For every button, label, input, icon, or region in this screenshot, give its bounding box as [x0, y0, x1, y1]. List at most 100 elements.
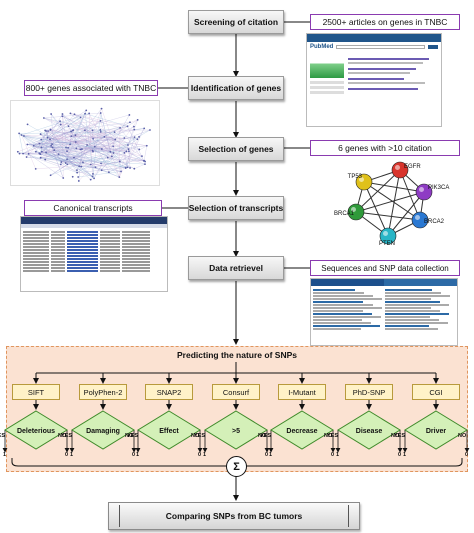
- decision-diamond: >5: [204, 410, 268, 450]
- placeholder-line: [385, 298, 432, 300]
- placeholder-row: [23, 255, 165, 257]
- network-edge: [39, 149, 55, 154]
- placeholder-line: [348, 62, 423, 64]
- network-node: [77, 180, 80, 182]
- network-edge: [19, 133, 62, 163]
- network-node: [80, 165, 83, 168]
- network-edge: [78, 171, 122, 178]
- placeholder-line: [313, 304, 373, 306]
- network-node: [143, 127, 146, 130]
- network-node: [27, 152, 30, 155]
- network-edge: [69, 110, 87, 145]
- placeholder-line: [385, 325, 430, 327]
- network-node: [112, 152, 115, 154]
- network-edge: [125, 137, 135, 169]
- predicting-title: Predicting the nature of SNPs: [160, 350, 314, 360]
- tool-box-snap2: SNAP2: [145, 384, 193, 400]
- placeholder-cell: [50, 252, 65, 254]
- network-edge: [100, 131, 143, 157]
- pubmed-screenshot: PubMed: [306, 33, 442, 127]
- network-edge: [90, 137, 135, 180]
- network-node: [67, 146, 70, 149]
- network-edge: [75, 136, 105, 143]
- network-node: [53, 149, 56, 152]
- network-node: [100, 148, 103, 150]
- placeholder-line: [348, 78, 404, 80]
- placeholder-line: [385, 316, 430, 318]
- diamond-shape: [270, 410, 334, 450]
- network-edge: [40, 130, 46, 155]
- network-node: [126, 125, 129, 128]
- placeholder-line: [313, 319, 362, 321]
- network-node: [83, 129, 86, 132]
- network-node: [34, 150, 37, 153]
- placeholder-line: [348, 68, 417, 70]
- yes-value: 1: [336, 452, 340, 458]
- no-value: 0: [198, 452, 202, 458]
- network-edge: [119, 127, 144, 161]
- diamond-shape: [137, 410, 201, 450]
- network-node: [72, 129, 75, 131]
- note-canonical: Canonical transcripts: [24, 200, 162, 216]
- network-node: [40, 150, 43, 153]
- placeholder-cell: [66, 246, 98, 248]
- network-node: [65, 146, 67, 149]
- network-node: [93, 145, 96, 148]
- note-genes-6: 6 genes with >10 citation: [310, 140, 460, 156]
- network-edge: [27, 124, 69, 148]
- placeholder-cell: [50, 258, 65, 260]
- gene-edge: [399, 169, 421, 221]
- placeholder-cell: [66, 237, 98, 239]
- placeholder-line: [313, 316, 381, 318]
- network-edge: [67, 157, 74, 160]
- gene-label: EGFR: [404, 164, 421, 170]
- placeholder-cell: [23, 261, 49, 263]
- network-edge: [50, 129, 78, 173]
- network-edge: [41, 147, 102, 164]
- network-edge: [33, 121, 61, 146]
- network-node: [50, 144, 53, 147]
- final-step-label: Comparing SNPs from BC tumors: [165, 511, 303, 521]
- placeholder-line: [385, 307, 431, 309]
- placeholder-cell: [121, 264, 151, 266]
- network-node: [64, 162, 67, 164]
- placeholder-cell: [50, 270, 65, 272]
- network-node: [42, 117, 45, 119]
- network-node: [108, 171, 110, 174]
- placeholder-line: [385, 310, 440, 312]
- placeholder-row: [23, 270, 165, 272]
- network-node: [60, 161, 63, 163]
- network-node: [16, 150, 19, 153]
- no-label: NO: [391, 433, 400, 439]
- gene-node-highlight: [359, 177, 364, 182]
- network-edge: [60, 120, 101, 125]
- placeholder-cell: [23, 246, 49, 248]
- network-edge: [40, 120, 101, 158]
- placeholder-line: [385, 304, 450, 306]
- network-node: [143, 159, 146, 162]
- network-edge: [51, 113, 84, 163]
- network-edge: [46, 152, 68, 165]
- decision-diamond: Deleterious: [4, 410, 68, 450]
- network-edge: [81, 122, 131, 150]
- placeholder-cell: [121, 252, 151, 254]
- diamond-shape: [4, 410, 68, 450]
- gene-node-highlight: [415, 215, 420, 220]
- yes-value: 1: [70, 452, 74, 458]
- placeholder-cell: [99, 255, 120, 257]
- network-node: [23, 135, 25, 137]
- network-edge: [110, 151, 146, 165]
- network-node: [100, 162, 102, 165]
- network-node: [133, 136, 136, 139]
- network-node: [39, 156, 42, 159]
- network-edge: [45, 145, 52, 160]
- network-edge: [27, 141, 76, 145]
- network-node: [92, 172, 94, 175]
- gene-label: PIK3CA: [428, 185, 449, 191]
- network-node: [125, 150, 128, 153]
- no-label: NO: [58, 433, 67, 439]
- network-edge: [41, 114, 75, 152]
- network-node: [40, 138, 43, 141]
- placeholder-cell: [99, 246, 120, 248]
